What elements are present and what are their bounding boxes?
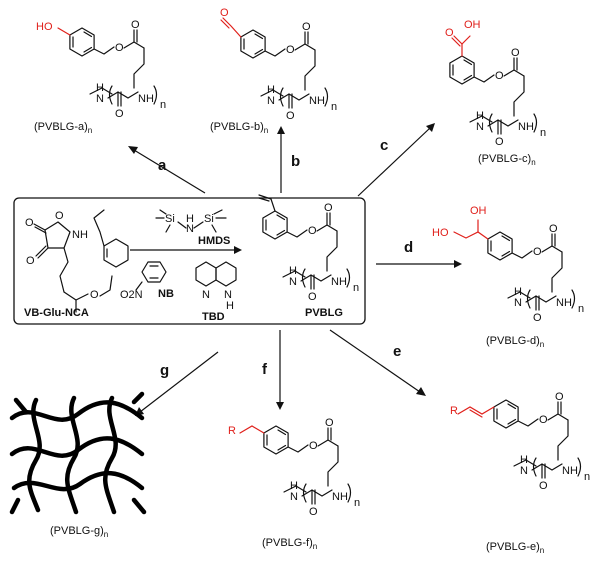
product-d-oh1: OH <box>470 205 487 217</box>
step-a-label: a <box>158 157 167 174</box>
product-a-group: HO <box>36 21 53 33</box>
monomer-structure: O NH O O O <box>25 209 129 313</box>
product-d-label: (PVBLG-d)n <box>486 335 544 349</box>
svg-text:O: O <box>26 255 35 267</box>
pvblg-structure <box>258 194 360 304</box>
arrow-g <box>135 351 219 416</box>
product-a-label: (PVBLG-a)n <box>34 121 92 135</box>
product-d-oh2: HO <box>432 227 449 239</box>
arrow-e <box>329 329 426 396</box>
monomer-label: VB-Glu-NCA <box>24 307 89 319</box>
product-b-structure <box>220 17 338 123</box>
step-f-label: f <box>262 361 268 378</box>
product-b-label: (PVBLG-b)n <box>210 121 268 135</box>
tbd-structure: N N H <box>195 261 237 312</box>
arrow-a <box>128 146 206 194</box>
svg-text:N: N <box>224 289 232 301</box>
arrow-c <box>357 123 435 197</box>
hmds-label: HMDS <box>198 235 230 247</box>
pvblg-label: PVBLG <box>305 307 343 319</box>
product-g-label: (PVBLG-g)n <box>50 525 108 539</box>
product-f-label: (PVBLG-f)n <box>262 537 317 551</box>
product-e-structure <box>457 390 591 493</box>
svg-text:H: H <box>226 300 234 312</box>
step-c-label: c <box>380 137 388 154</box>
reaction-box <box>13 197 366 325</box>
tbd-label: TBD <box>202 311 225 323</box>
nb-structure: O2N <box>120 261 167 301</box>
product-c-structure <box>449 35 547 149</box>
crosslinked-network <box>9 391 147 515</box>
step-b-label: b <box>291 153 300 170</box>
svg-text:O: O <box>55 210 64 222</box>
product-f-group: R <box>228 425 236 437</box>
product-c-group-o: O <box>445 27 454 39</box>
svg-text:O: O <box>90 289 99 301</box>
arrow-d <box>376 260 462 268</box>
svg-text:O: O <box>25 217 34 229</box>
nb-label: NB <box>158 288 174 300</box>
product-f-structure <box>239 416 361 519</box>
step-d-label: d <box>404 239 413 256</box>
svg-text:Si: Si <box>165 213 175 225</box>
arrow-b <box>277 126 285 193</box>
svg-text:H: H <box>186 213 194 225</box>
svg-text:N: N <box>202 289 210 301</box>
product-b-group: O <box>220 7 229 19</box>
svg-text:N: N <box>186 223 194 235</box>
step-e-label: e <box>393 343 401 360</box>
product-c-label: (PVBLG-c)n <box>478 153 536 167</box>
product-e-group: R <box>450 405 458 417</box>
svg-text:NH: NH <box>72 229 88 241</box>
product-c-group-oh: OH <box>464 19 481 31</box>
step-g-label: g <box>160 362 169 379</box>
product-a-structure <box>57 18 167 121</box>
svg-text:Si: Si <box>204 213 214 225</box>
svg-text:O2N: O2N <box>120 289 143 301</box>
arrow-f <box>276 330 284 410</box>
product-d-structure <box>453 219 585 325</box>
hmds-structure: Si N H Si <box>155 209 227 235</box>
product-e-label: (PVBLG-e)n <box>486 541 544 555</box>
